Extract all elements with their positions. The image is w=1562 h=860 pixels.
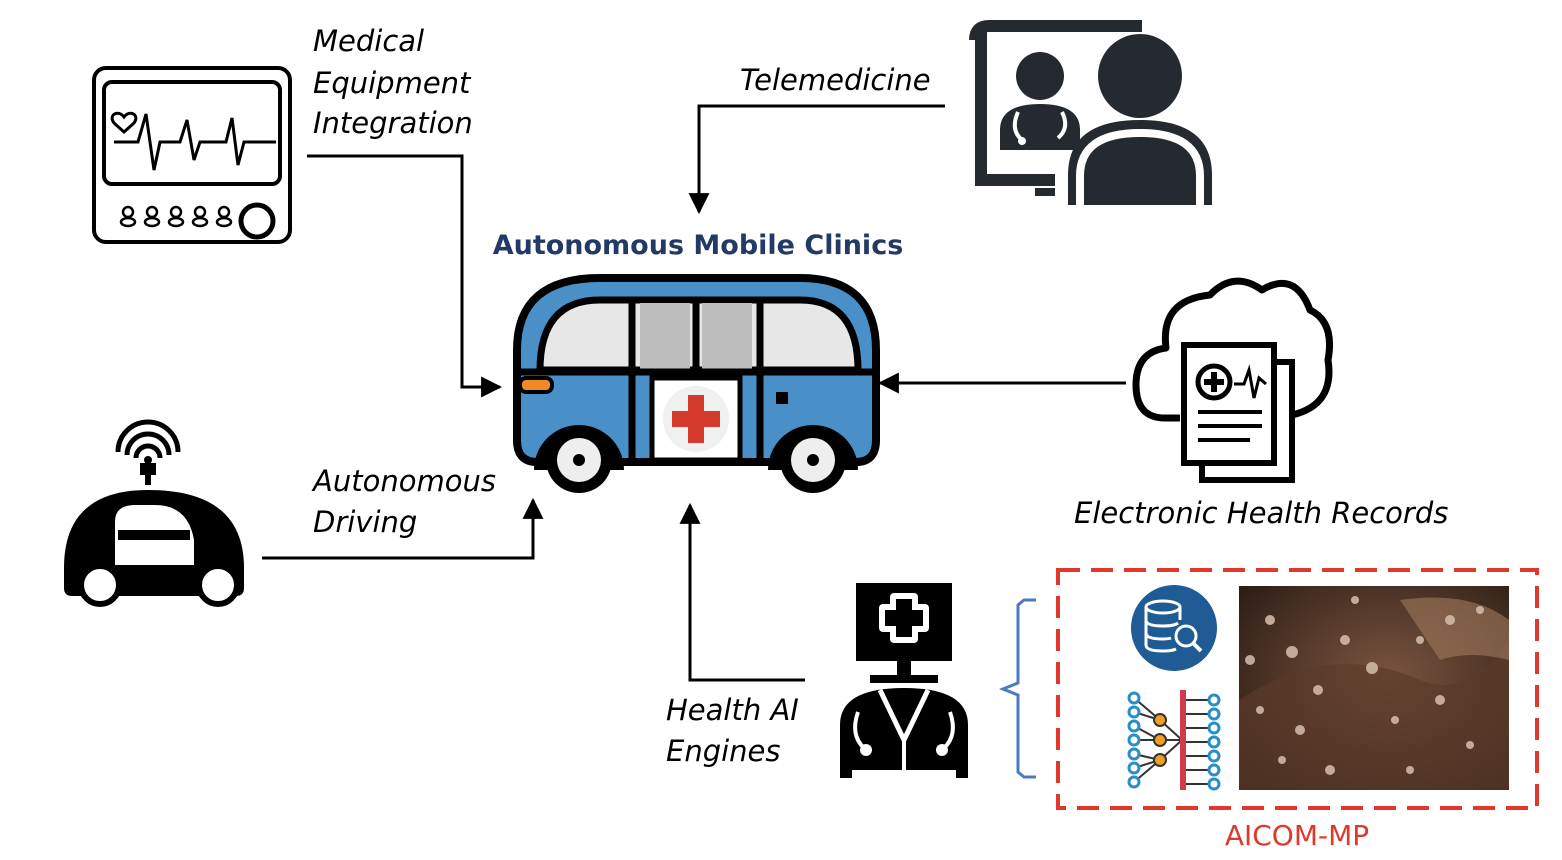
medical-equipment-label-line1: Medical <box>313 24 424 58</box>
brace <box>998 598 1036 779</box>
health-ai-label-line2: Engines <box>666 734 781 768</box>
skin-lesion-photo <box>1239 586 1509 790</box>
medical-equipment-label-line2: Equipment <box>313 66 472 100</box>
arrow-medical-equipment <box>307 154 503 398</box>
ambulance-van-icon <box>513 274 880 493</box>
aicom-mp-box <box>1056 568 1539 810</box>
autonomous-driving-label-line2: Driving <box>313 505 417 539</box>
telemedicine-label: Telemedicine <box>740 63 931 97</box>
connectors <box>262 104 1126 682</box>
arrow-autonomous-driving <box>262 497 544 560</box>
medical-equipment-label: Medical Equipment Integration <box>313 24 480 140</box>
self-driving-car-icon <box>64 419 244 607</box>
autonomous-driving-label-line1: Autonomous <box>311 464 496 498</box>
database-search-icon <box>1131 585 1217 671</box>
diagram-title: Autonomous Mobile Clinics <box>493 230 904 261</box>
arrow-health-ai <box>679 502 805 682</box>
health-ai-label: Health AI Engines <box>666 693 808 768</box>
arrow-telemedicine <box>688 104 945 215</box>
aicom-mp-label: AICOM-MP <box>1225 819 1369 852</box>
vital-signs-monitor-icon <box>92 66 292 244</box>
autonomous-driving-label: Autonomous Driving <box>311 464 505 539</box>
electronic-health-records-label: Electronic Health Records <box>1074 496 1448 530</box>
neural-network-icon <box>1127 690 1221 791</box>
ai-doctor-icon <box>840 583 968 778</box>
medical-equipment-label-line3: Integration <box>313 106 473 140</box>
cloud-health-records-icon <box>1132 277 1333 483</box>
telemedicine-doctor-screen-icon <box>969 20 1212 205</box>
health-ai-label-line1: Health AI <box>666 693 799 727</box>
